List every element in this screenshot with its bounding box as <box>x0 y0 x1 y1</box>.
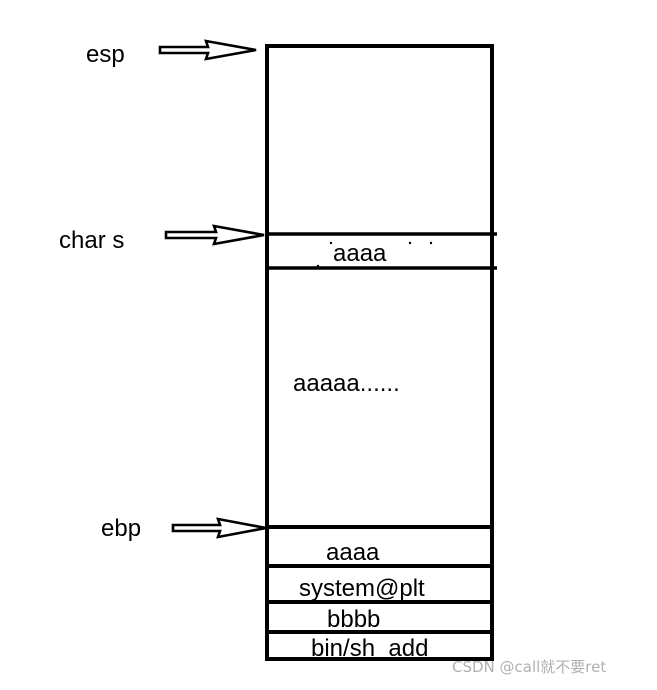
ebp-arrow-icon <box>171 517 267 539</box>
cell-fake-ret-text: bbbb <box>327 606 380 633</box>
cell-s-top-text: aaaa <box>333 240 387 267</box>
cell-ret-addr-text: system@plt <box>299 575 425 602</box>
stray-dot <box>408 241 412 245</box>
cell-saved-ebp-text: aaaa <box>326 539 380 566</box>
cell-s-fill-text: aaaaa...... <box>293 370 400 397</box>
stray-dot <box>429 241 433 245</box>
stray-dot <box>329 241 333 245</box>
ebp-label: ebp <box>101 515 141 542</box>
stray-dot <box>316 264 320 268</box>
char-s-label: char s <box>59 227 124 254</box>
stack-frame <box>265 44 494 661</box>
cell-arg-text: bin/sh_add <box>311 635 428 662</box>
char-s-arrow-icon <box>164 224 265 246</box>
esp-arrow-icon <box>158 39 257 61</box>
watermark: CSDN @call就不要ret <box>452 658 607 676</box>
esp-label: esp <box>86 41 125 68</box>
